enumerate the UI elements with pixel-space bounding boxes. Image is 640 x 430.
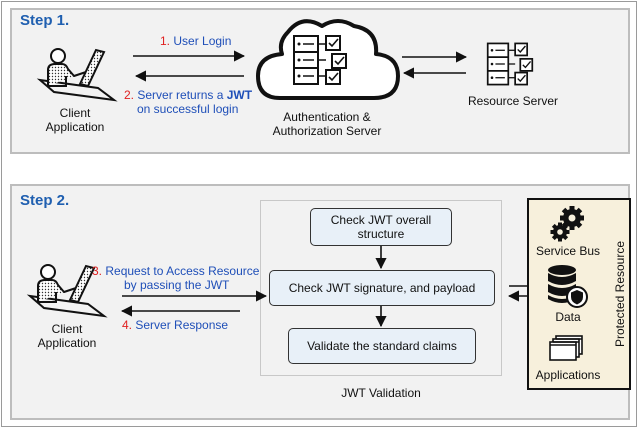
login-label: 1. User Login	[160, 34, 232, 48]
check-signature-box: Check JWT signature, and payload	[269, 270, 495, 306]
resource-server-icon	[486, 42, 534, 86]
response-label: 4. Server Response	[122, 318, 229, 332]
applications-label: Applications	[535, 368, 601, 382]
shield-icon	[566, 286, 588, 308]
request-label-line2: by passing the JWT	[124, 278, 230, 292]
jwt-return-label-line2: on successful login	[137, 102, 239, 116]
service-bus-label: Service Bus	[535, 244, 601, 258]
user-at-computer-icon	[36, 48, 118, 102]
step2-title: Step 2.	[20, 192, 70, 209]
user-at-computer-icon	[26, 264, 108, 318]
request-label: 3. Request to Access Resource	[92, 264, 260, 278]
validate-claims-box: Validate the standard claims	[288, 328, 476, 364]
data-label: Data	[555, 310, 581, 324]
windows-stack-icon	[549, 335, 583, 361]
resource-server-label: Resource Server	[467, 94, 559, 108]
jwt-return-label: 2. Server returns a JWT	[124, 88, 253, 102]
database-icon	[548, 265, 576, 303]
check-structure-box: Check JWT overall structure	[310, 208, 452, 246]
protected-resource-label: Protected Resource	[613, 240, 627, 348]
auth-server-label: Authentication &Authorization Server	[272, 110, 382, 138]
gear-icon	[550, 206, 584, 242]
server-rack-icon	[293, 35, 347, 85]
step1-title: Step 1.	[20, 12, 70, 29]
jwt-validation-label: JWT Validation	[341, 386, 421, 400]
